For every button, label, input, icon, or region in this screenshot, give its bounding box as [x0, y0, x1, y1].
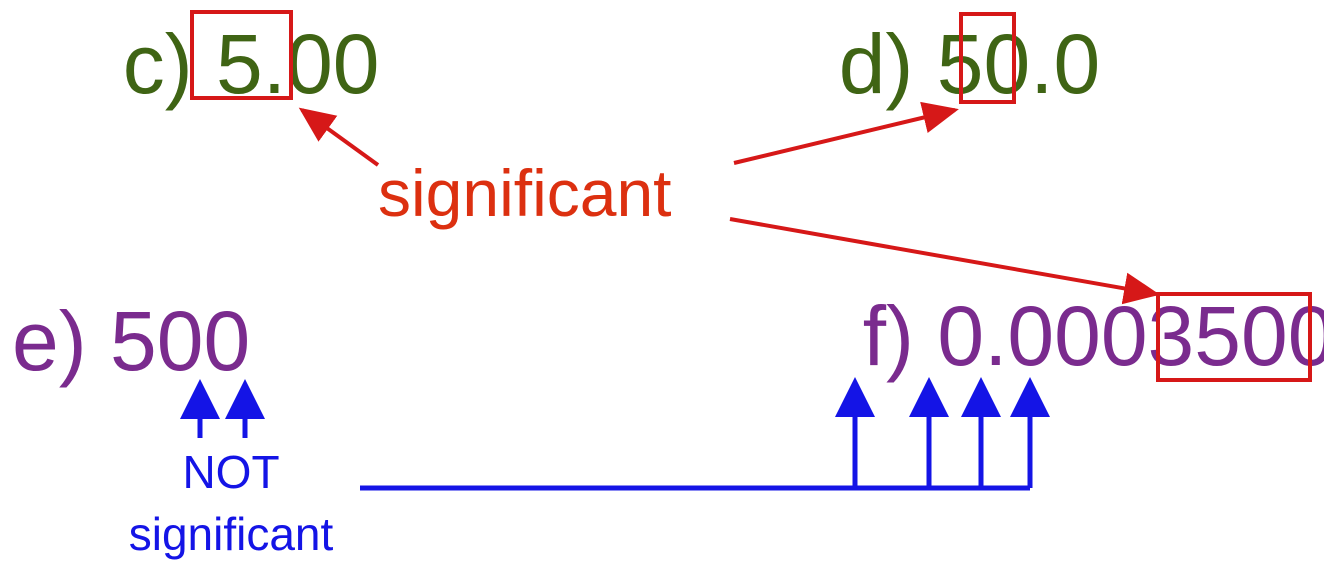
example-f-prefix: f) 0.00035	[863, 289, 1241, 383]
example-e: e) 500	[12, 294, 250, 388]
example-c-prefix: c) 5.	[123, 17, 286, 111]
example-d-prefix: d) 50.	[839, 17, 1054, 111]
example-d: d) 50.0	[722, 17, 1170, 111]
arrow-to-d	[733, 101, 959, 165]
significant-label: significant	[378, 156, 672, 230]
example-c: c) 5.00	[6, 17, 450, 111]
highlight-box-f	[1156, 292, 1312, 382]
highlight-box-d	[959, 12, 1016, 104]
example-c-highlight: 00	[286, 17, 379, 111]
arrow-to-f	[729, 217, 1160, 305]
example-d-highlight: 0	[1054, 17, 1101, 111]
highlight-box-c	[190, 10, 293, 100]
example-f: f) 0.00035000	[746, 289, 1324, 383]
not-label: NOT	[182, 446, 279, 498]
not-significant-label: significant	[129, 508, 334, 560]
arrow-to-c	[298, 107, 380, 167]
